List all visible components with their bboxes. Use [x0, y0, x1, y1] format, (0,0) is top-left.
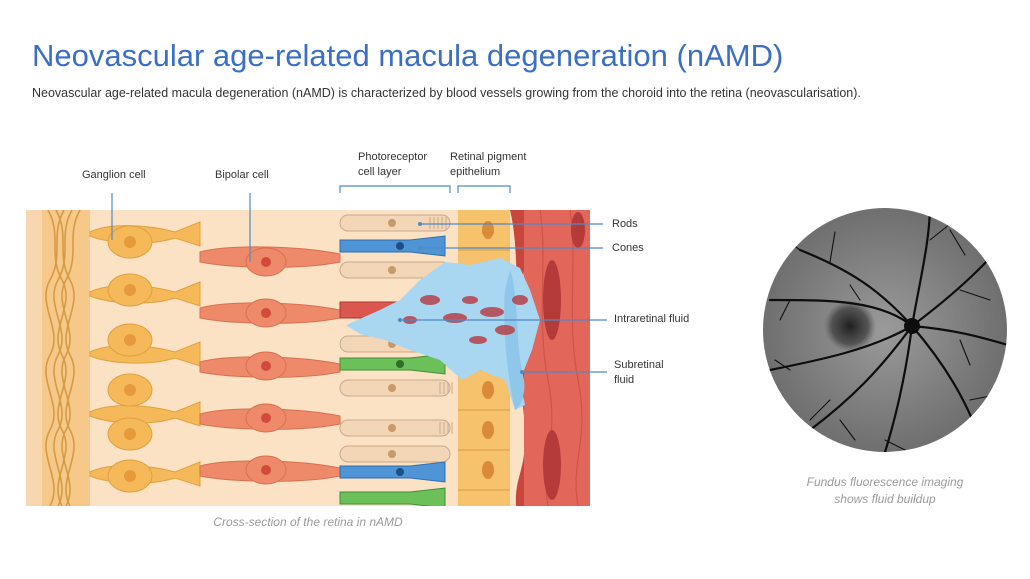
neovascular-vessels — [403, 295, 528, 344]
fundus-image — [763, 208, 1007, 452]
green-cone-cells — [339, 353, 446, 506]
label-rpe-line1: Retinal pigment — [450, 151, 527, 163]
caption-retina: Cross-section of the retina in nAMD — [213, 515, 403, 529]
retina-cross-section — [26, 210, 590, 506]
label-leaders — [111, 185, 607, 373]
subretinal-fluid — [504, 270, 525, 410]
label-ganglion-cell: Ganglion cell — [82, 169, 146, 181]
label-intraretinal-fluid: Intraretinal fluid — [614, 313, 690, 325]
label-photoreceptor-line1: Photoreceptor — [358, 151, 428, 163]
caption-fundus-line2: shows fluid buildup — [834, 492, 936, 506]
label-photoreceptor-line2: cell layer — [358, 166, 402, 178]
caption-fundus-line1: Fundus fluorescence imaging — [806, 475, 964, 489]
label-rpe-line2: epithelium — [450, 166, 501, 178]
nerve-fibers — [45, 210, 81, 506]
nerve-fiber-layer — [42, 210, 90, 506]
cone-cells — [339, 235, 446, 483]
page-title: Neovascular age-related macula degenerat… — [32, 38, 784, 73]
page-subtitle: Neovascular age-related macula degenerat… — [32, 86, 861, 100]
intraretinal-fluid — [346, 258, 540, 410]
label-subretinal-line1: Subretinal — [614, 359, 664, 371]
label-rods: Rods — [612, 218, 638, 230]
label-bipolar-cell: Bipolar cell — [215, 169, 269, 181]
label-cones: Cones — [612, 242, 644, 254]
label-subretinal-line2: fluid — [614, 374, 635, 386]
